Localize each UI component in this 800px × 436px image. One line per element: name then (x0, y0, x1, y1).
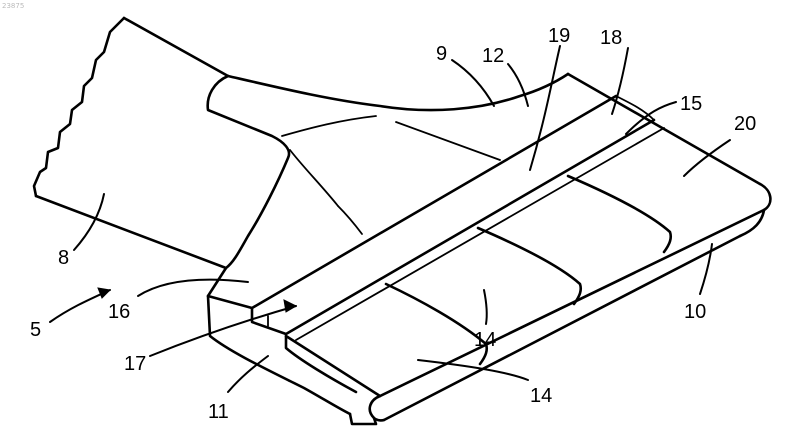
label-20: 20 (734, 113, 756, 135)
leader-10 (700, 244, 712, 294)
label-9: 9 (436, 43, 447, 65)
strip-highlight (616, 96, 654, 120)
strip-front-end (252, 308, 286, 334)
front-nose (370, 396, 384, 420)
segment-divider-2 (478, 228, 581, 304)
label-11: 11 (208, 401, 229, 423)
arrow-17 (284, 300, 296, 312)
leader-16 (138, 280, 248, 296)
front-lower-edge (384, 236, 740, 420)
label-12: 12 (482, 45, 504, 67)
label-10: 10 (684, 301, 706, 323)
break-line (34, 18, 124, 196)
label-14-lower: 14 (530, 385, 552, 407)
neck-outline (208, 76, 289, 268)
leader-8 (74, 194, 104, 250)
label-19: 19 (548, 25, 570, 47)
label-8: 8 (58, 247, 69, 269)
strip-top-edge (252, 96, 616, 308)
label-16: 16 (108, 301, 130, 323)
underside-outline (208, 268, 350, 414)
label-18: 18 (600, 27, 622, 49)
transition-line-diagonal (396, 122, 500, 160)
rear-right-corner (760, 184, 770, 210)
step-edge (296, 128, 664, 340)
label-15: 15 (680, 93, 702, 115)
corner-text: 23875 (2, 2, 24, 10)
arrow-5 (98, 288, 110, 298)
label-5: 5 (30, 319, 41, 341)
strip-bottom-edge (286, 120, 654, 334)
leader-14b (484, 290, 487, 324)
leader-19 (530, 46, 560, 170)
label-14-upper: 14 (474, 329, 496, 351)
body-upper-edge (124, 18, 228, 76)
label-17: 17 (124, 353, 146, 375)
transition-line-upper (282, 116, 376, 136)
transition-line-side (338, 206, 362, 234)
underside-top-edge (208, 296, 252, 308)
leader-11 (228, 356, 268, 392)
top-contour (228, 74, 568, 110)
transition-line-lower (290, 150, 338, 206)
front-long-edge (380, 210, 764, 396)
front-right-thickness (740, 210, 764, 236)
segment-divider-3 (568, 176, 671, 252)
